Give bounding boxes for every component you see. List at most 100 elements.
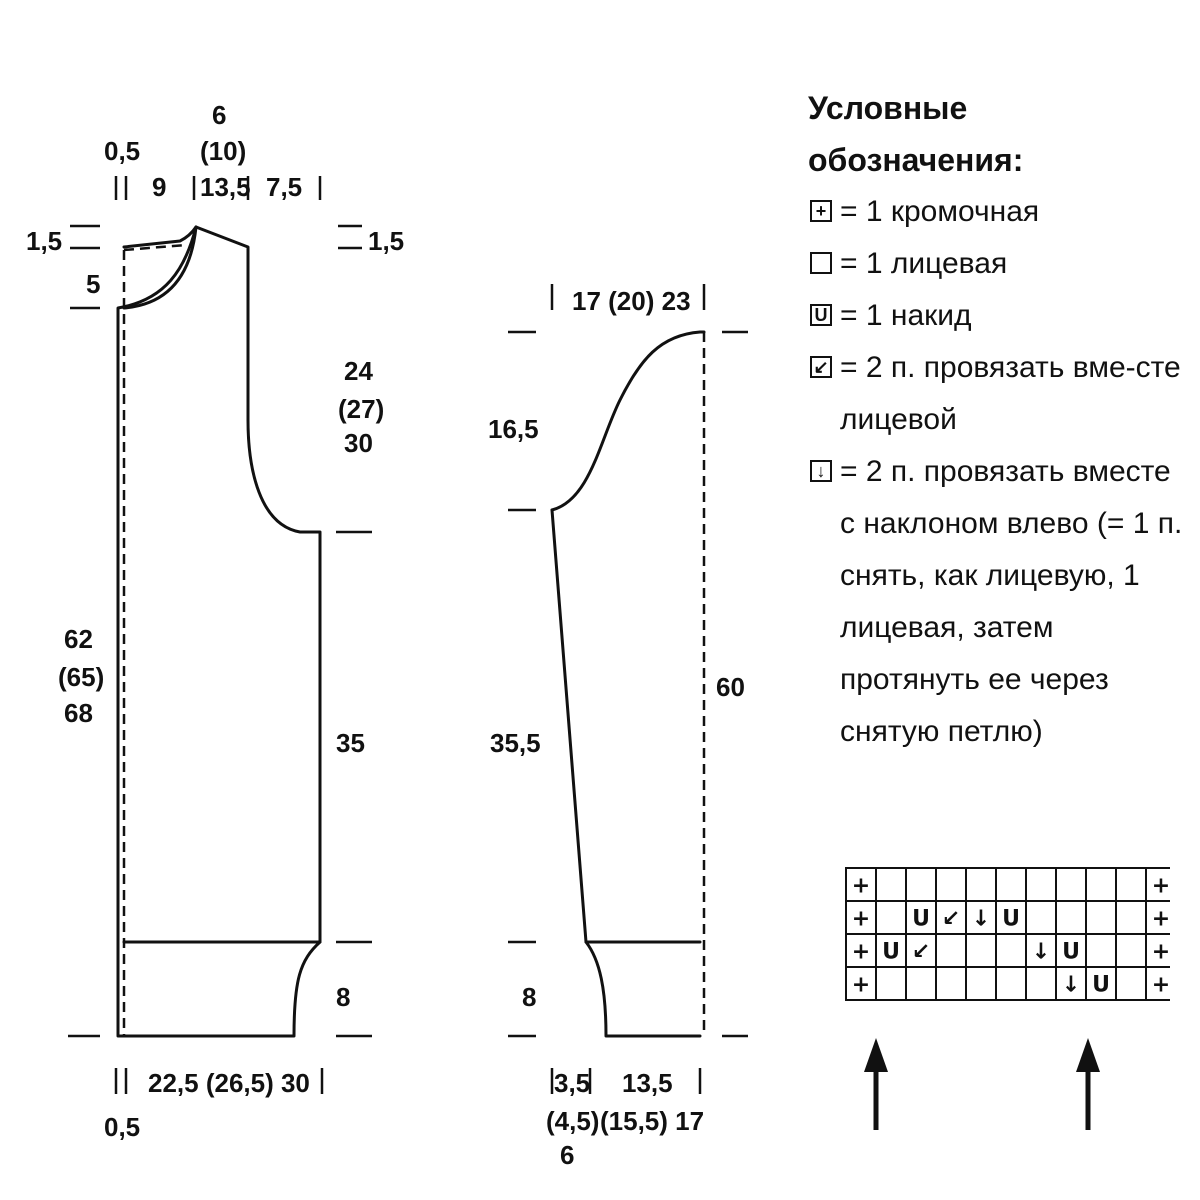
chart-cell [1115,867,1147,902]
chart-symbol: ↓ [1032,940,1050,965]
front-top-0-5: 0,5 [104,136,140,166]
k2tog-arrow-icon: ↙ [810,356,832,378]
neckline-lower-curve [122,225,198,310]
chart-symbol: U [1062,940,1080,965]
front-total-65: (65) [58,662,104,692]
chart-cell [875,966,907,1001]
chart-cell [1085,933,1117,968]
chart-cell [1085,867,1117,902]
chart-cell [935,966,967,1001]
legend-title-line-1: Условные [808,90,968,126]
legend-item: U = 1 накид [808,290,1188,342]
yarn-over-icon: U [810,304,832,326]
sleeve-side [550,508,702,944]
chart-cell [1025,900,1057,935]
legend-item: = 1 лицевая [808,238,1188,290]
sleeve-cuff [584,940,702,1038]
chart-cell [965,867,997,902]
front-armhole-30: 30 [344,428,373,458]
chart-cell [965,933,997,968]
front-armhole-24: 24 [344,356,373,386]
legend-title-line-2: обозначения: [808,142,1024,178]
ssk-arrow-icon: ↓ [810,460,832,482]
front-total-62: 62 [64,624,93,654]
knit-blank-icon [810,252,832,274]
sleeve-total-60: 60 [716,672,745,702]
sleeve-top-width: 17 (20) 23 [572,286,691,316]
front-width: 22,5 (26,5) 30 [148,1068,310,1098]
chart-symbol: ↓ [972,907,990,932]
front-bottom-0-5: 0,5 [104,1112,140,1142]
selvedge-plus-icon: + [810,200,832,222]
chart-cell [995,867,1027,902]
chart-cell [965,966,997,1001]
chart-symbol: + [1152,874,1170,899]
chart-cell [1145,966,1170,1001]
chart-symbol: U [912,907,930,932]
legend-item: ↓ = 2 п. провязать вместе с наклоном вле… [808,446,1188,758]
chart-symbol: + [1152,973,1170,998]
chart-cell [995,900,1027,935]
front-top-13-5: 13,5 [200,172,251,202]
chart-cell [1115,900,1147,935]
chart-cell [875,933,907,968]
chart-cell [875,900,907,935]
front-hem-8: 8 [336,982,350,1012]
sleeve-bottom-15-5-17: (15,5) 17 [600,1106,704,1136]
chart-symbol: + [852,940,870,965]
chart-symbol: ↙ [942,907,960,932]
chart-symbol: ↓ [1062,973,1080,998]
chart-cell [995,966,1027,1001]
chart-cell [995,933,1027,968]
legend-item: ↙ = 2 п. провязать вме-сте лицевой [808,342,1188,446]
front-top-7-5: 7,5 [266,172,302,202]
up-arrow-icon [1076,1038,1100,1130]
sleeve-body-35-5: 35,5 [490,728,541,758]
chart-cell [1025,966,1057,1001]
chart-cell [905,867,937,902]
chart-cell [875,867,907,902]
front-right-1-5: 1,5 [368,226,404,256]
chart-symbol: + [1152,940,1170,965]
chart-cell [1085,966,1117,1001]
front-outline [116,225,322,1038]
chart-symbol: + [852,973,870,998]
chart-cell [1085,900,1117,935]
sleeve-outline [550,330,706,512]
legend: Условные обозначения: + = 1 кромочная = … [808,82,1188,758]
chart-symbol: ↙ [912,940,930,965]
sleeve-cuff-8: 8 [522,982,536,1012]
front-top-6: 6 [212,100,226,130]
chart-cell [935,933,967,968]
sleeve-piece: 17 (20) 23 60 16,5 35,5 8 3,5 (4,5) 6 13… [488,284,748,1170]
chart-cell [905,900,937,935]
front-body-35: 35 [336,728,365,758]
chart-symbol: + [852,907,870,932]
front-left-5: 5 [86,269,100,299]
neckline-curve [122,225,198,249]
chart-cell [1145,933,1170,968]
stitch-chart: ++7+U↙↓U+5+U↙↓U+3+↓U+1 [845,867,1170,1130]
chart-cell [1145,867,1170,902]
sleeve-bottom-6: 6 [560,1140,574,1170]
pattern-diagram: 0,5 9 6 (10) 13,5 7,5 1,5 5 1,5 24 (27) … [26,100,748,1170]
front-armhole-27: (27) [338,394,384,424]
front-piece: 0,5 9 6 (10) 13,5 7,5 1,5 5 1,5 24 (27) … [26,100,404,1142]
sleeve-bottom-3-5: 3,5 [554,1068,590,1098]
chart-cell [1055,900,1087,935]
sleeve-cap-16-5: 16,5 [488,414,539,444]
chart-cell [1055,867,1087,902]
chart-symbol: + [1152,907,1170,932]
front-top-10: (10) [200,136,246,166]
chart-cell [1025,867,1057,902]
up-arrow-icon [864,1038,888,1130]
chart-cell [845,867,877,902]
chart-cell [1115,966,1147,1001]
chart-symbol: U [1092,973,1110,998]
chart-symbol: U [1002,907,1020,932]
legend-item: + = 1 кромочная [808,186,1188,238]
front-left-1-5: 1,5 [26,226,62,256]
front-top-9: 9 [152,172,166,202]
front-neck-top-dashed [123,243,187,252]
sleeve-bottom-13-5: 13,5 [622,1068,673,1098]
